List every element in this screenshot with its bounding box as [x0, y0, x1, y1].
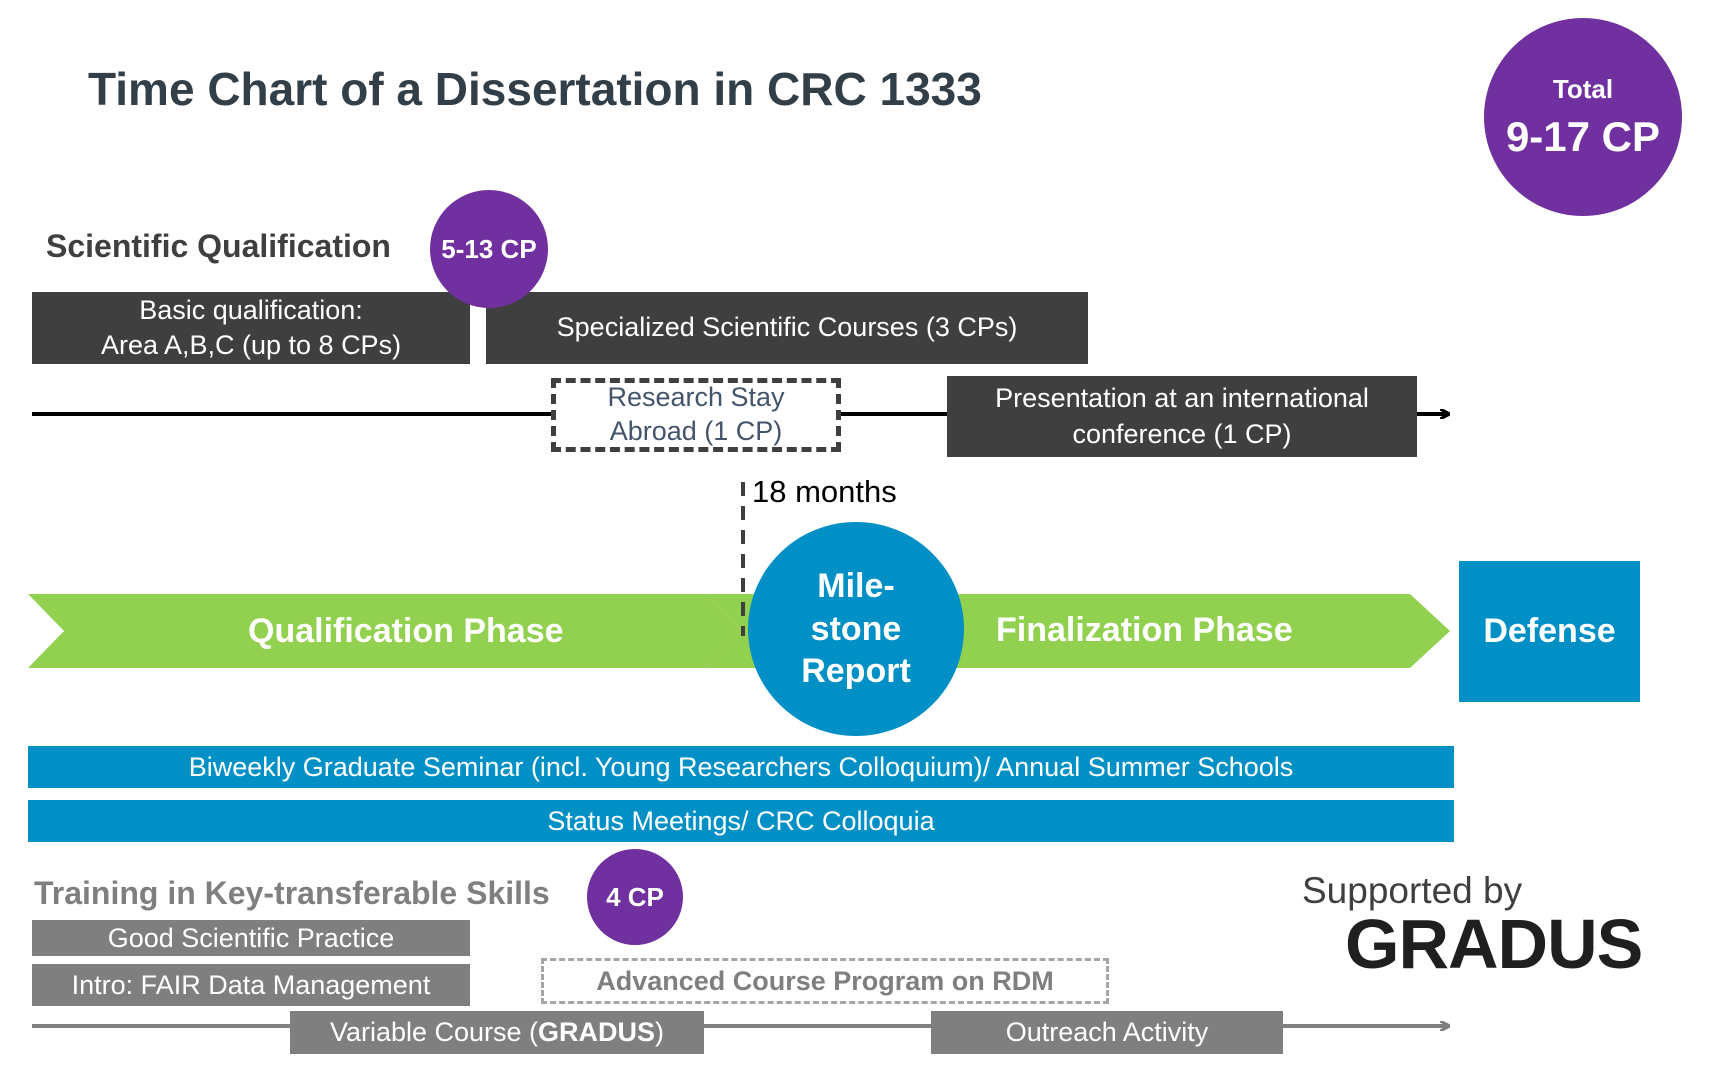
- research-stay-box: Research Stay Abroad (1 CP): [551, 378, 841, 452]
- graduate-seminar-band: Biweekly Graduate Seminar (incl. Young R…: [28, 746, 1454, 788]
- status-meetings-label: Status Meetings/ CRC Colloquia: [547, 805, 935, 836]
- presentation-box: Presentation at an international confere…: [947, 376, 1417, 457]
- graduate-seminar-label: Biweekly Graduate Seminar (incl. Young R…: [188, 751, 1294, 782]
- supported-by-label: Supported by: [1302, 870, 1523, 911]
- total-label: Total: [1552, 73, 1614, 104]
- qualification-phase-chevron: [28, 594, 742, 668]
- basic-qualification-line2: Area A,B,C (up to 8 CPs): [100, 330, 402, 360]
- variable-course-suffix: ): [655, 1017, 665, 1047]
- outreach-activity-label: Outreach Activity: [1005, 1017, 1209, 1047]
- fair-data-management-label: Intro: FAIR Data Management: [71, 969, 431, 1000]
- status-meetings-band: Status Meetings/ CRC Colloquia: [28, 800, 1454, 842]
- total-cp-badge: Total 9-17 CP: [1484, 18, 1682, 216]
- total-value: 9-17 CP: [1505, 112, 1661, 160]
- qualification-phase-label: Qualification Phase: [248, 612, 564, 650]
- fair-data-management-box: Intro: FAIR Data Management: [32, 964, 470, 1006]
- basic-qualification-box: Basic qualification: Area A,B,C (up to 8…: [32, 292, 470, 364]
- skills-heading: Training in Key-transferable Skills: [34, 875, 550, 911]
- finalization-phase-label: Finalization Phase: [996, 611, 1293, 649]
- defense-box: Defense: [1459, 561, 1640, 702]
- scientific-cp-value: 5-13 CP: [441, 233, 537, 264]
- variable-course-box: Variable Course (GRADUS): [290, 1011, 704, 1054]
- milestone-line1: Mile-: [817, 567, 895, 606]
- specialized-courses-box: Specialized Scientific Courses (3 CPs): [486, 292, 1088, 364]
- milestone-line3: Report: [801, 652, 911, 691]
- gradus-logo: GRADUS: [1345, 905, 1643, 983]
- skills-cp-badge: 4 CP: [587, 849, 683, 945]
- basic-qualification-line1: Basic qualification:: [139, 294, 363, 325]
- milestone-line2: stone: [810, 609, 902, 648]
- specialized-courses-label: Specialized Scientific Courses (3 CPs): [556, 312, 1018, 343]
- eighteen-months-label: 18 months: [752, 474, 897, 509]
- defense-label: Defense: [1483, 612, 1616, 650]
- scientific-cp-badge: 5-13 CP: [430, 190, 548, 308]
- good-scientific-practice-label: Good Scientific Practice: [107, 922, 395, 953]
- presentation-line1: Presentation at an international: [995, 383, 1369, 414]
- outreach-activity-box: Outreach Activity: [931, 1011, 1283, 1054]
- research-stay-line2: Abroad (1 CP): [609, 416, 783, 446]
- page-title: Time Chart of a Dissertation in CRC 1333: [88, 63, 982, 115]
- milestone-report-circle: Mile- stone Report: [748, 522, 964, 736]
- variable-course-gradus: GRADUS: [538, 1017, 656, 1047]
- advanced-rdm-course-label: Advanced Course Program on RDM: [596, 965, 1054, 996]
- skills-cp-value: 4 CP: [606, 881, 664, 912]
- variable-course-prefix: Variable Course (: [329, 1017, 539, 1047]
- advanced-rdm-course-box: Advanced Course Program on RDM: [541, 958, 1109, 1004]
- good-scientific-practice-box: Good Scientific Practice: [32, 920, 470, 956]
- scientific-qualification-heading: Scientific Qualification: [46, 228, 391, 264]
- research-stay-line1: Research Stay: [607, 382, 785, 413]
- presentation-line2: conference (1 CP): [1072, 418, 1292, 449]
